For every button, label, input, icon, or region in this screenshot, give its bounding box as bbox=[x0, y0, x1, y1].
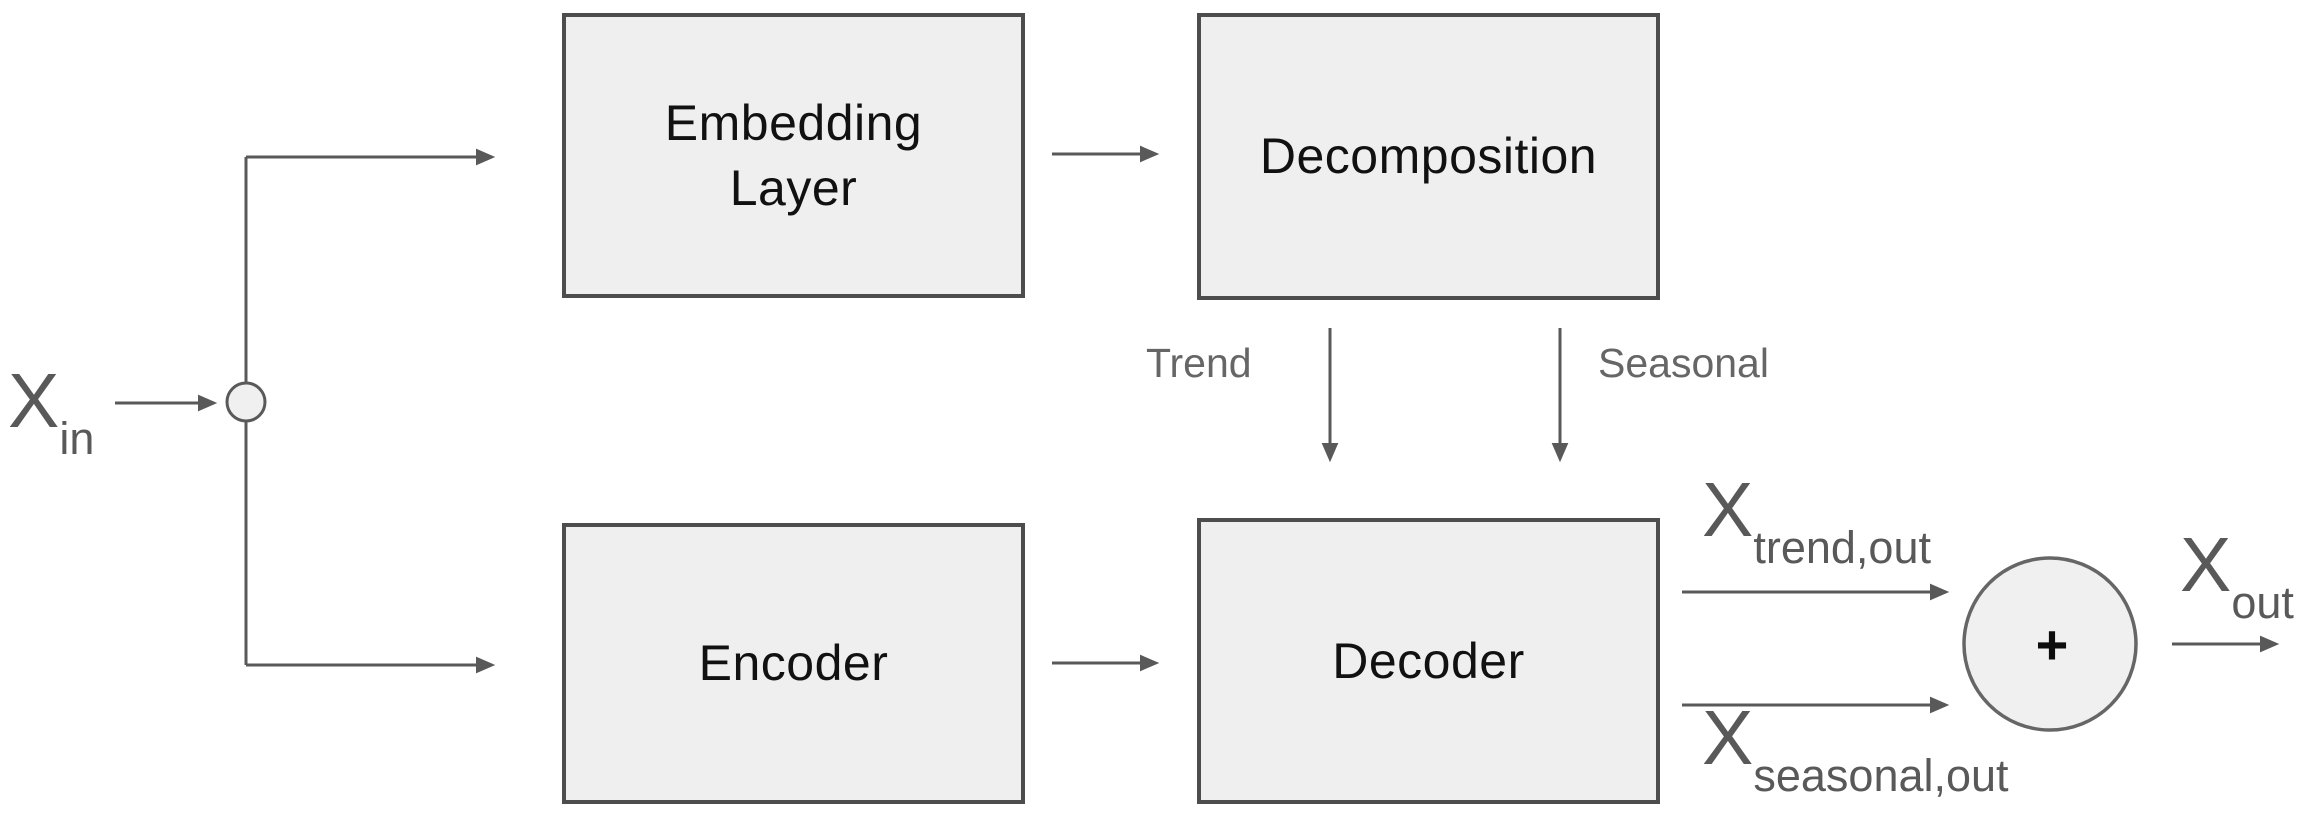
x-in-label: X in bbox=[8, 358, 94, 462]
node-encoder: Encoder bbox=[562, 523, 1025, 804]
sum-node bbox=[1962, 556, 2138, 732]
x-out-label: X out bbox=[2180, 522, 2294, 626]
x-seasonal-out-base: X bbox=[1702, 695, 1754, 781]
x-in-base: X bbox=[8, 358, 60, 444]
node-decoder: Decoder bbox=[1197, 518, 1660, 804]
x-seasonal-out-subscript: seasonal,out bbox=[1753, 750, 2009, 801]
x-trend-out-subscript: trend,out bbox=[1753, 522, 1931, 573]
x-out-base: X bbox=[2180, 522, 2232, 608]
plus-operator: + bbox=[2035, 612, 2069, 676]
embedding-layer-label: Embedding Layer bbox=[664, 94, 923, 216]
seasonal-edge-label: Seasonal bbox=[1598, 340, 1769, 386]
split-node bbox=[225, 381, 267, 423]
encoder-label: Encoder bbox=[698, 635, 889, 691]
node-decomposition: Decomposition bbox=[1197, 13, 1660, 300]
x-trend-out-base: X bbox=[1702, 467, 1754, 553]
node-embedding-layer: Embedding Layer bbox=[562, 13, 1025, 298]
x-trend-out-label: X trend,out bbox=[1702, 467, 1931, 571]
x-in-subscript: in bbox=[59, 413, 95, 464]
decoder-label: Decoder bbox=[1332, 632, 1525, 689]
trend-edge-label: Trend bbox=[1146, 340, 1252, 386]
x-out-subscript: out bbox=[2231, 577, 2294, 628]
x-seasonal-out-label: X seasonal,out bbox=[1702, 695, 2009, 799]
decomposition-label: Decomposition bbox=[1259, 128, 1598, 184]
